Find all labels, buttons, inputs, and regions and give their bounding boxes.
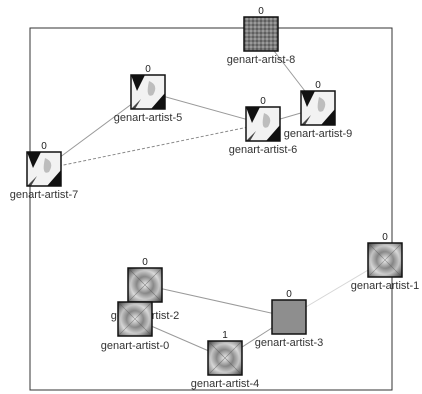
edge-n7-n6 [43,123,264,170]
graph-node-n7[interactable]: 0 genart-artist-7 [10,141,78,201]
graph-node-n8[interactable]: 0 genart-artist-8 [227,6,295,66]
node-count: 0 [286,289,292,300]
graph-border [29,27,393,391]
node-label: genart-artist-5 [114,112,182,124]
graph-node-n9[interactable]: 0 genart-artist-9 [284,80,352,140]
graph-node-n1[interactable]: 0 genart-artist-1 [351,232,419,292]
node-label: genart-artist-6 [229,144,297,156]
node-label: genart-artist-7 [10,189,78,201]
node-label: genart-artist-0 [101,340,169,352]
edge-n5-n6 [147,91,264,125]
graph-node-n5[interactable]: 0 genart-artist-5 [114,64,182,124]
node-label: genart-artist-9 [284,128,352,140]
nodes-layer: 0 genart-artist-8 0 genart-artist-5 0 genart-… [10,6,419,390]
node-count: 0 [260,96,266,107]
node-label: genart-artist-4 [191,378,259,390]
graph-node-n6[interactable]: 0 genart-artist-6 [229,96,297,156]
node-count: 1 [222,330,228,341]
graph-node-n4[interactable]: 1 genart-artist-4 [191,330,259,390]
node-label: genart-artist-3 [255,337,323,349]
node-count: 0 [41,141,47,152]
node-count: 0 [382,232,388,243]
node-count: 0 [145,64,151,75]
edge-n2-n3 [144,284,290,318]
node-count: 0 [315,80,321,91]
node-label: genart-artist-8 [227,54,295,66]
node-count: 0 [142,257,148,268]
graph-node-n3[interactable]: 0 genart-artist-3 [255,289,323,349]
edges-layer [43,33,386,359]
node-count: 0 [258,6,264,17]
node-label: genart-artist-1 [351,280,419,292]
graph-node-n0[interactable]: genart-artist-0 [101,301,169,352]
